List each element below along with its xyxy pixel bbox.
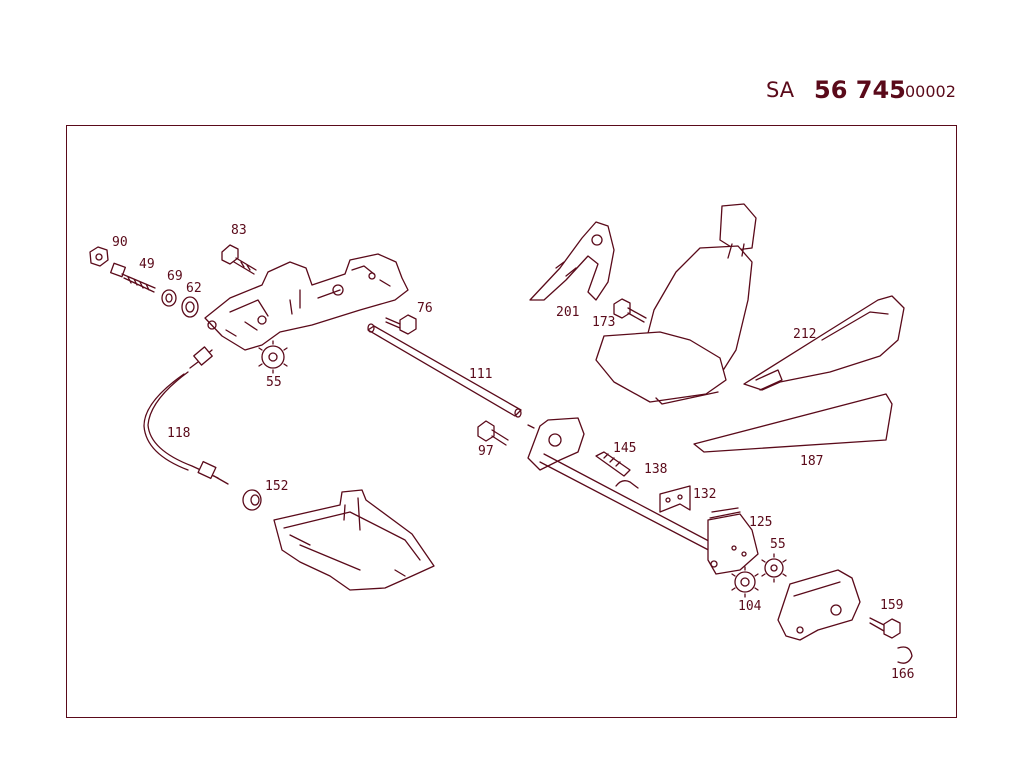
reference-prefix: SA bbox=[766, 78, 795, 102]
callout-90: 90 bbox=[112, 235, 128, 250]
part-62-bushing[interactable] bbox=[181, 296, 199, 318]
part-166-circlip[interactable] bbox=[897, 646, 913, 664]
callout-104: 104 bbox=[738, 599, 762, 614]
rear-adjuster-housing[interactable] bbox=[777, 569, 861, 641]
part-187-trim[interactable] bbox=[693, 393, 893, 453]
callout-173: 173 bbox=[592, 315, 615, 330]
callout-49: 49 bbox=[139, 257, 155, 272]
callout-201: 201 bbox=[556, 305, 579, 320]
callout-97: 97 bbox=[478, 444, 494, 459]
callout-83: 83 bbox=[231, 223, 247, 238]
part-69-washer[interactable] bbox=[161, 289, 177, 307]
callout-152: 152 bbox=[265, 479, 288, 494]
reference-number: 56 745 bbox=[814, 76, 906, 104]
callout-145: 145 bbox=[613, 441, 636, 456]
part-201-side-cover[interactable] bbox=[529, 221, 615, 301]
callout-125: 125 bbox=[749, 515, 772, 530]
part-90-nut[interactable] bbox=[89, 246, 109, 267]
callout-187: 187 bbox=[800, 454, 823, 469]
part-159-bolt[interactable] bbox=[869, 617, 901, 639]
callout-166: 166 bbox=[891, 667, 914, 682]
callout-69: 69 bbox=[167, 269, 183, 284]
callout-132: 132 bbox=[693, 487, 716, 502]
part-212-side-panel[interactable] bbox=[743, 295, 905, 391]
reference-suffix: 00002 bbox=[905, 82, 956, 101]
callout-55-right: 55 bbox=[770, 537, 786, 552]
diagram-reference-header: SA 56 745 00002 bbox=[766, 74, 966, 106]
part-138-clip[interactable] bbox=[615, 480, 639, 489]
callout-55-left: 55 bbox=[266, 375, 282, 390]
part-97-bolt[interactable] bbox=[477, 420, 509, 446]
part-125-bracket[interactable] bbox=[707, 507, 759, 575]
seat-base-tray[interactable] bbox=[273, 489, 435, 591]
part-76-bolt[interactable] bbox=[385, 314, 417, 335]
callout-111: 111 bbox=[469, 367, 492, 382]
callout-76: 76 bbox=[417, 301, 433, 316]
part-132-plate[interactable] bbox=[659, 485, 691, 513]
callout-159: 159 bbox=[880, 598, 903, 613]
part-145-stud[interactable] bbox=[595, 451, 631, 477]
part-104-gear[interactable] bbox=[731, 566, 759, 598]
seat-adjuster-mechanism[interactable] bbox=[204, 253, 409, 351]
part-152-bushing[interactable] bbox=[242, 489, 262, 511]
part-83-bolt[interactable] bbox=[221, 244, 257, 275]
part-55-gear-left[interactable] bbox=[258, 340, 288, 374]
callout-212: 212 bbox=[793, 327, 816, 342]
part-55-gear-right[interactable] bbox=[761, 553, 787, 583]
callout-138: 138 bbox=[644, 462, 667, 477]
part-173-bolt[interactable] bbox=[613, 298, 647, 323]
diagram-frame bbox=[66, 125, 957, 718]
rear-adjuster-bracket[interactable] bbox=[527, 417, 723, 557]
callout-118: 118 bbox=[167, 426, 190, 441]
part-118-cable[interactable] bbox=[143, 346, 229, 485]
callout-62: 62 bbox=[186, 281, 202, 296]
part-111-shaft[interactable] bbox=[367, 323, 522, 418]
part-49-bolt[interactable] bbox=[110, 262, 156, 293]
seat-assembly[interactable] bbox=[595, 203, 757, 405]
